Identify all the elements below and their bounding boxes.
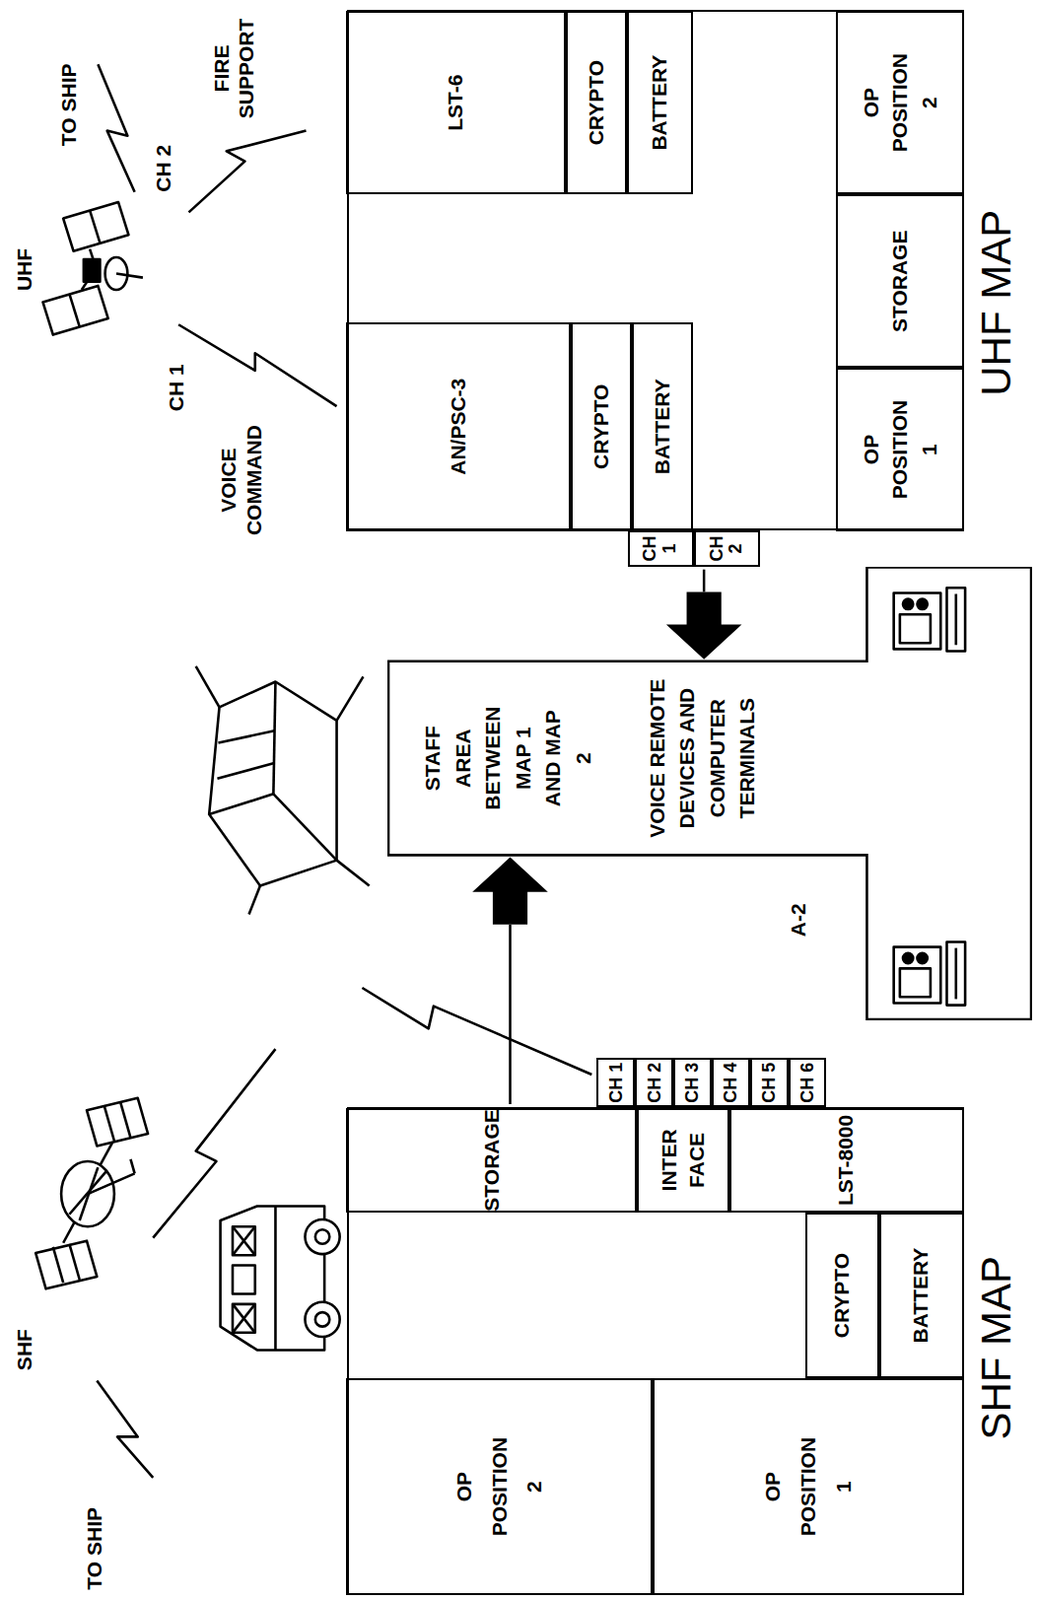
block-arrowhead	[472, 857, 549, 925]
block-arrowhead	[666, 591, 743, 659]
annotation-label: TO SHIP	[56, 63, 81, 146]
box-label: STORAGE	[886, 230, 914, 333]
box-label: OP POSITION 2	[856, 47, 944, 158]
box-label: BATTERY	[648, 378, 677, 475]
channel-cell: CH 5	[750, 1057, 789, 1108]
uhf-satellite	[42, 202, 142, 336]
equipment-box: CRYPTO	[805, 1212, 880, 1379]
box-label: INTER FACE	[655, 1114, 712, 1206]
box-label: CH 2	[642, 1062, 667, 1104]
equipment-box: BATTERY	[626, 10, 693, 195]
equipment-box: OP POSITION 2	[346, 1378, 653, 1595]
box-label: CRYPTO	[828, 1252, 856, 1338]
box-label: CH 1	[604, 1062, 628, 1104]
area-text: VOICE REMOTE DEVICES AND COMPUTER TERMIN…	[642, 668, 763, 848]
box-label: CH 3	[680, 1062, 704, 1104]
channel-cell: CH 1	[627, 530, 694, 566]
annotation-label: VOICE COMMAND	[215, 421, 266, 540]
channel-cell: CH 4	[711, 1057, 751, 1108]
annotation-label: FIRE SUPPORT	[208, 11, 259, 127]
channel-cell: CH 6	[788, 1057, 828, 1108]
box-label: CH 5	[757, 1062, 781, 1104]
channel-cell: CH 1	[596, 1057, 635, 1108]
equipment-box: CRYPTO	[565, 10, 627, 195]
equipment-box: OP POSITION 1	[652, 1378, 965, 1595]
box-label: LST-6	[441, 74, 470, 132]
annotation-label: TO SHIP	[81, 1507, 107, 1591]
box-label: BATTERY	[906, 1247, 935, 1344]
equipment-box: INTER FACE	[636, 1107, 729, 1214]
connector-line	[702, 569, 706, 593]
box-label: CH 4	[718, 1062, 743, 1104]
box-label: CRYPTO	[582, 60, 611, 145]
staff-area: STAFF AREA BETWEEN MAP 1 AND MAP 2 VOICE …	[387, 566, 1033, 1022]
channel-cell: CH 2	[693, 530, 761, 566]
box-label: CH 1	[640, 534, 681, 562]
computer-terminal	[894, 587, 966, 651]
box-label: AN/PSC-3	[444, 378, 473, 476]
vehicle	[220, 1205, 341, 1350]
map-title: SHF MAP	[973, 1255, 1020, 1441]
area-text: STAFF AREA BETWEEN MAP 1 AND MAP 2	[417, 701, 599, 815]
box-label: CH 2	[707, 534, 748, 562]
equipment-box: OP POSITION 1	[835, 367, 964, 532]
box-label: CRYPTO	[587, 384, 616, 470]
equipment-box: CRYPTO	[570, 322, 632, 532]
annotation-label: CH 1	[163, 363, 189, 412]
box-label: OP POSITION 1	[856, 394, 944, 505]
shelter-outline: SHF MAPOP POSITION 2OP POSITION 1CRYPTOB…	[346, 1107, 965, 1595]
connector-line	[508, 924, 512, 1105]
annotation-label: A-2	[785, 902, 811, 937]
tent	[196, 666, 370, 915]
map-title: UHF MAP	[973, 209, 1020, 397]
box-label: CH 6	[795, 1062, 820, 1104]
channel-cell: CH 2	[634, 1057, 674, 1108]
annotation-label: SHF	[11, 1328, 37, 1371]
computer-terminal	[894, 941, 966, 1005]
annotation-label: UHF	[11, 248, 37, 291]
staff-area-border	[388, 567, 1032, 1020]
equipment-box: LST-6	[346, 10, 566, 195]
box-label: OP POSITION 2	[446, 1431, 553, 1542]
equipment-box: AN/PSC-3	[346, 322, 571, 532]
equipment-box: OP POSITION 2	[835, 10, 964, 195]
box-label: STORAGE	[478, 1108, 506, 1211]
box-label: BATTERY	[645, 55, 674, 151]
shf-satellite	[35, 1098, 148, 1290]
connector-arrow	[666, 569, 743, 660]
equipment-box: BATTERY	[631, 322, 693, 532]
annotation-label: CH 2	[150, 144, 176, 193]
channel-cell: CH 3	[673, 1057, 712, 1108]
equipment-box: BATTERY	[879, 1212, 965, 1379]
box-label: LST-8000	[831, 1114, 860, 1206]
box-label: OP POSITION 1	[755, 1431, 861, 1542]
equipment-box: STORAGE	[835, 194, 964, 368]
shelter-outline: UHF MAPAN/PSC-3CRYPTOBATTERYLST-6CRYPTOB…	[346, 9, 965, 531]
connector-arrow	[472, 857, 549, 1105]
equipment-box: LST-8000	[729, 1107, 965, 1214]
equipment-box: STORAGE	[346, 1107, 637, 1214]
